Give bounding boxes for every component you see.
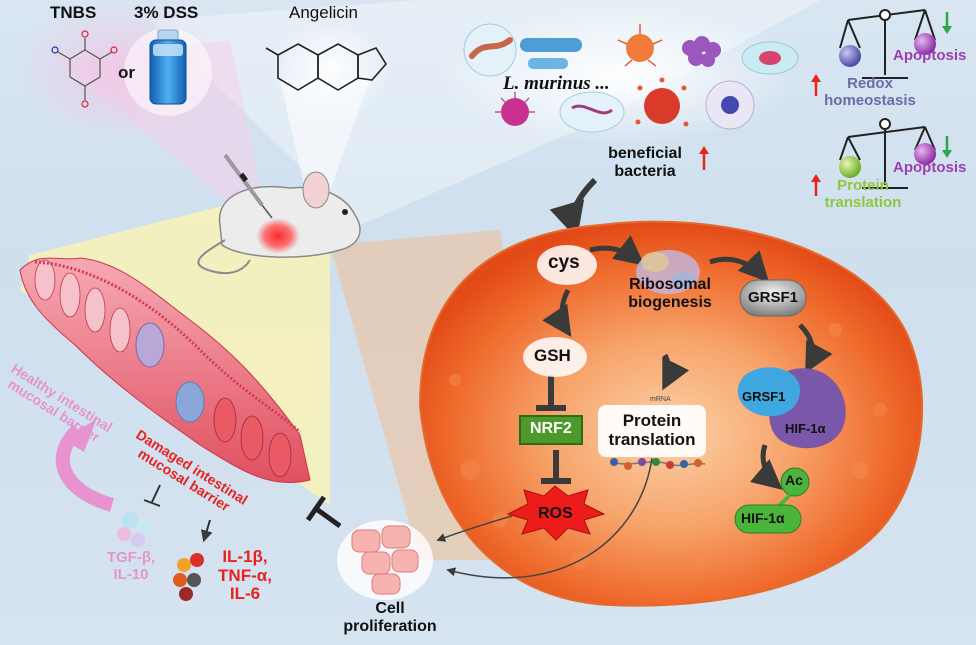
ribosomal-line2: biogenesis bbox=[628, 293, 712, 311]
protein-balance-label: Protein translation bbox=[813, 177, 913, 211]
mrna-label: mRNA bbox=[650, 396, 671, 403]
bacteria-icons bbox=[463, 23, 799, 133]
apoptosis-top-label: Apoptosis bbox=[893, 47, 967, 64]
arrow-translation-to-proliferation bbox=[446, 457, 653, 579]
ros-label: ROS bbox=[538, 505, 573, 522]
tnbs-label: TNBS bbox=[50, 3, 97, 22]
or-label: or bbox=[118, 63, 135, 82]
inhibition-nrf2-ros bbox=[541, 450, 571, 484]
hif-ac-label: HIF-1α bbox=[741, 510, 785, 526]
complex-hif-label: HIF-1α bbox=[785, 421, 826, 436]
species-label: L. murinus ... bbox=[503, 73, 610, 94]
arrow-ros-to-proliferation bbox=[436, 515, 513, 542]
cell-proliferation-label: Cell proliferation bbox=[330, 600, 450, 635]
protein-balance-line2: translation bbox=[824, 193, 902, 211]
proliferation-line1: Cell bbox=[375, 600, 405, 617]
protein-balance-line1: Protein bbox=[837, 177, 889, 194]
grsf1-label: GRSF1 bbox=[748, 289, 799, 306]
ac-circle bbox=[780, 467, 810, 497]
angelicin-label: Angelicin bbox=[289, 3, 358, 22]
intestinal-epithelium-icon bbox=[19, 257, 311, 484]
pathway-arrows bbox=[542, 235, 833, 490]
balance-bottom-icon bbox=[839, 118, 936, 189]
pro-line2: TNF-α, bbox=[218, 565, 272, 585]
balance-top-left-ball bbox=[839, 45, 861, 67]
apoptosis-bottom-label: Apoptosis bbox=[893, 159, 967, 176]
cys-label: cys bbox=[548, 252, 580, 273]
inhibition-gsh-nrf2 bbox=[536, 375, 566, 411]
arrow-bacteria-to-cys bbox=[549, 177, 598, 239]
dss-vial-icon bbox=[124, 28, 212, 116]
syringe-icon bbox=[223, 153, 273, 219]
arrow-to-pro-cytokines bbox=[201, 519, 213, 543]
nrf2-box bbox=[519, 415, 583, 445]
protein-translation-box bbox=[598, 405, 706, 457]
cys-bubble bbox=[537, 245, 597, 285]
grsf1-pill bbox=[739, 279, 807, 317]
gsh-label: GSH bbox=[534, 346, 571, 365]
proliferation-line2: proliferation bbox=[343, 617, 437, 635]
beneficial-bacteria-label: beneficial bacteria bbox=[600, 145, 690, 180]
dss-label: 3% DSS bbox=[134, 3, 199, 22]
anti-cytokine-dots-icon bbox=[117, 512, 151, 547]
protein-translation-line1: Protein bbox=[622, 411, 682, 430]
proliferating-cells-icon bbox=[351, 525, 419, 595]
anti-line2: IL-10 bbox=[113, 565, 149, 583]
ribosome-icon bbox=[636, 250, 700, 294]
mouse-icon bbox=[197, 171, 361, 274]
healthy-recovery-arrowhead bbox=[62, 420, 96, 452]
angelicin-structure-icon bbox=[265, 43, 387, 91]
balance-bottom-right-ball bbox=[914, 143, 936, 165]
redox-line1: Redox bbox=[847, 75, 893, 92]
pro-cytokines-label: IL-1β, TNF-α, IL-6 bbox=[210, 547, 280, 604]
grsf1-hif-complex-icon bbox=[737, 367, 846, 449]
anti-line1: TGF-β, bbox=[106, 549, 156, 566]
redox-label: Redox homeostasis bbox=[820, 75, 920, 109]
ribosomal-label: Ribosomal biogenesis bbox=[620, 276, 720, 311]
peptide-chain-icon bbox=[610, 458, 706, 470]
pro-line1: IL-1β, bbox=[222, 547, 268, 566]
beneficial-line1: beneficial bbox=[608, 145, 682, 162]
balance-top-right-ball bbox=[914, 33, 936, 55]
complex-grsf1-label: GRSF1 bbox=[742, 389, 786, 404]
beneficial-line2: bacteria bbox=[614, 162, 676, 180]
angelicin-glow bbox=[270, 20, 390, 120]
nrf2-label: NRF2 bbox=[530, 420, 572, 437]
redox-line2: homeostasis bbox=[824, 91, 916, 109]
hif-ac-pill bbox=[734, 504, 802, 534]
ac-label: Ac bbox=[785, 472, 803, 488]
anti-cytokines-label: TGF-β, IL-10 bbox=[98, 549, 164, 583]
pro-cytokine-dots-icon bbox=[173, 553, 204, 601]
protein-translation-line2: translation bbox=[608, 429, 696, 449]
balance-top-icon bbox=[839, 9, 936, 79]
gsh-bubble bbox=[523, 337, 587, 377]
ros-burst bbox=[506, 485, 606, 541]
inhibition-to-anti-cytokines bbox=[143, 484, 161, 507]
tnbs-structure-icon bbox=[51, 30, 118, 108]
pro-line3: IL-6 bbox=[229, 584, 261, 604]
balance-bottom-left-ball bbox=[839, 156, 861, 178]
balance-arrows bbox=[699, 12, 952, 196]
inhibition-proliferation-barrier bbox=[305, 495, 342, 529]
ribosomal-line1: Ribosomal bbox=[629, 276, 711, 293]
protein-translation-label: Protein translation bbox=[602, 411, 702, 449]
